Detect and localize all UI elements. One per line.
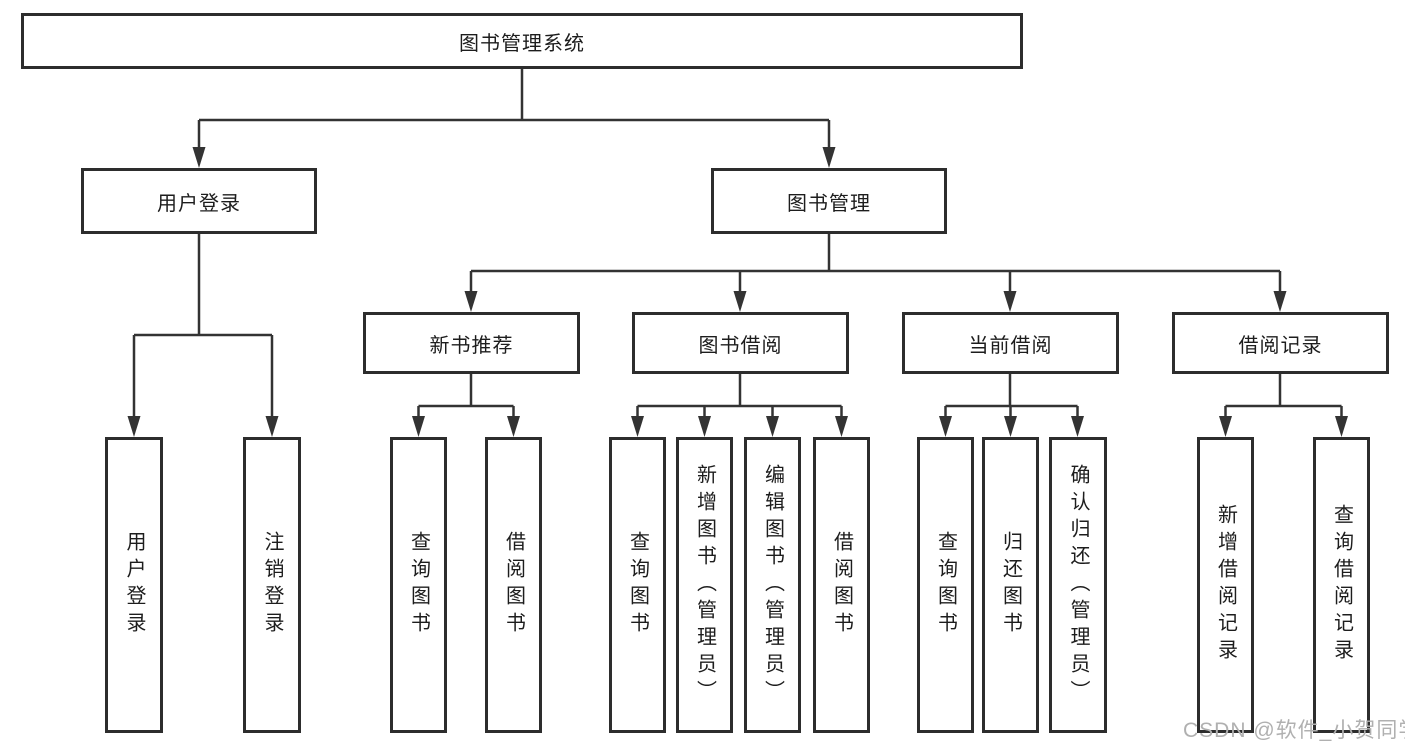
leaf-logout-label: 注销登录 xyxy=(261,531,283,639)
leaf-borrow-borrow-books-label: 借阅图书 xyxy=(830,531,853,639)
node-book-management-label: 图书管理 xyxy=(787,192,871,215)
leaf-borrow-add-books-admin: 新增图书（管理员） xyxy=(676,437,733,733)
node-book-management: 图书管理 xyxy=(711,168,947,234)
leaf-current-query-books-label: 查询图书 xyxy=(934,531,957,639)
leaf-borrow-query-books-label: 查询图书 xyxy=(626,531,649,639)
leaf-recommend-borrow-books-label: 借阅图书 xyxy=(502,531,525,639)
leaf-recommend-borrow-books: 借阅图书 xyxy=(485,437,542,733)
leaf-current-return-books: 归还图书 xyxy=(982,437,1039,733)
node-current-borrow: 当前借阅 xyxy=(902,312,1119,374)
leaf-recommend-query-books-label: 查询图书 xyxy=(407,531,430,639)
node-current-borrow-label: 当前借阅 xyxy=(968,334,1053,357)
node-root: 图书管理系统 xyxy=(21,13,1023,69)
leaf-borrow-borrow-books: 借阅图书 xyxy=(813,437,870,733)
leaf-borrow-edit-books-admin: 编辑图书（管理员） xyxy=(744,437,801,733)
leaf-borrow-add-books-admin-label: 新增图书（管理员） xyxy=(693,463,716,707)
node-user-login: 用户登录 xyxy=(81,168,317,234)
leaf-current-return-books-label: 归还图书 xyxy=(999,531,1022,639)
leaf-current-query-books: 查询图书 xyxy=(917,437,974,733)
leaf-current-confirm-return-admin-label: 确认归还（管理员） xyxy=(1067,463,1089,707)
node-new-book-recommend-label: 新书推荐 xyxy=(429,334,514,357)
node-new-book-recommend: 新书推荐 xyxy=(363,312,580,374)
leaf-logout: 注销登录 xyxy=(243,437,301,733)
leaf-records-add-record-label: 新增借阅记录 xyxy=(1214,504,1237,666)
node-borrow-records-label: 借阅记录 xyxy=(1238,334,1323,357)
leaf-user-login: 用户登录 xyxy=(105,437,163,733)
leaf-records-query-record: 查询借阅记录 xyxy=(1313,437,1370,733)
leaf-user-login-label: 用户登录 xyxy=(123,531,145,639)
leaf-borrow-query-books: 查询图书 xyxy=(609,437,666,733)
leaf-records-add-record: 新增借阅记录 xyxy=(1197,437,1254,733)
node-user-login-label: 用户登录 xyxy=(157,192,241,215)
node-book-borrow: 图书借阅 xyxy=(632,312,849,374)
leaf-recommend-query-books: 查询图书 xyxy=(390,437,447,733)
leaf-current-confirm-return-admin: 确认归还（管理员） xyxy=(1049,437,1107,733)
node-root-label: 图书管理系统 xyxy=(459,32,585,55)
csdn-watermark: CSDN @软件_小贺同学 xyxy=(1183,719,1405,742)
leaf-borrow-edit-books-admin-label: 编辑图书（管理员） xyxy=(761,463,784,707)
node-borrow-records: 借阅记录 xyxy=(1172,312,1389,374)
leaf-records-query-record-label: 查询借阅记录 xyxy=(1330,504,1353,666)
arrowheads xyxy=(127,147,1348,437)
node-book-borrow-label: 图书借阅 xyxy=(698,334,783,357)
